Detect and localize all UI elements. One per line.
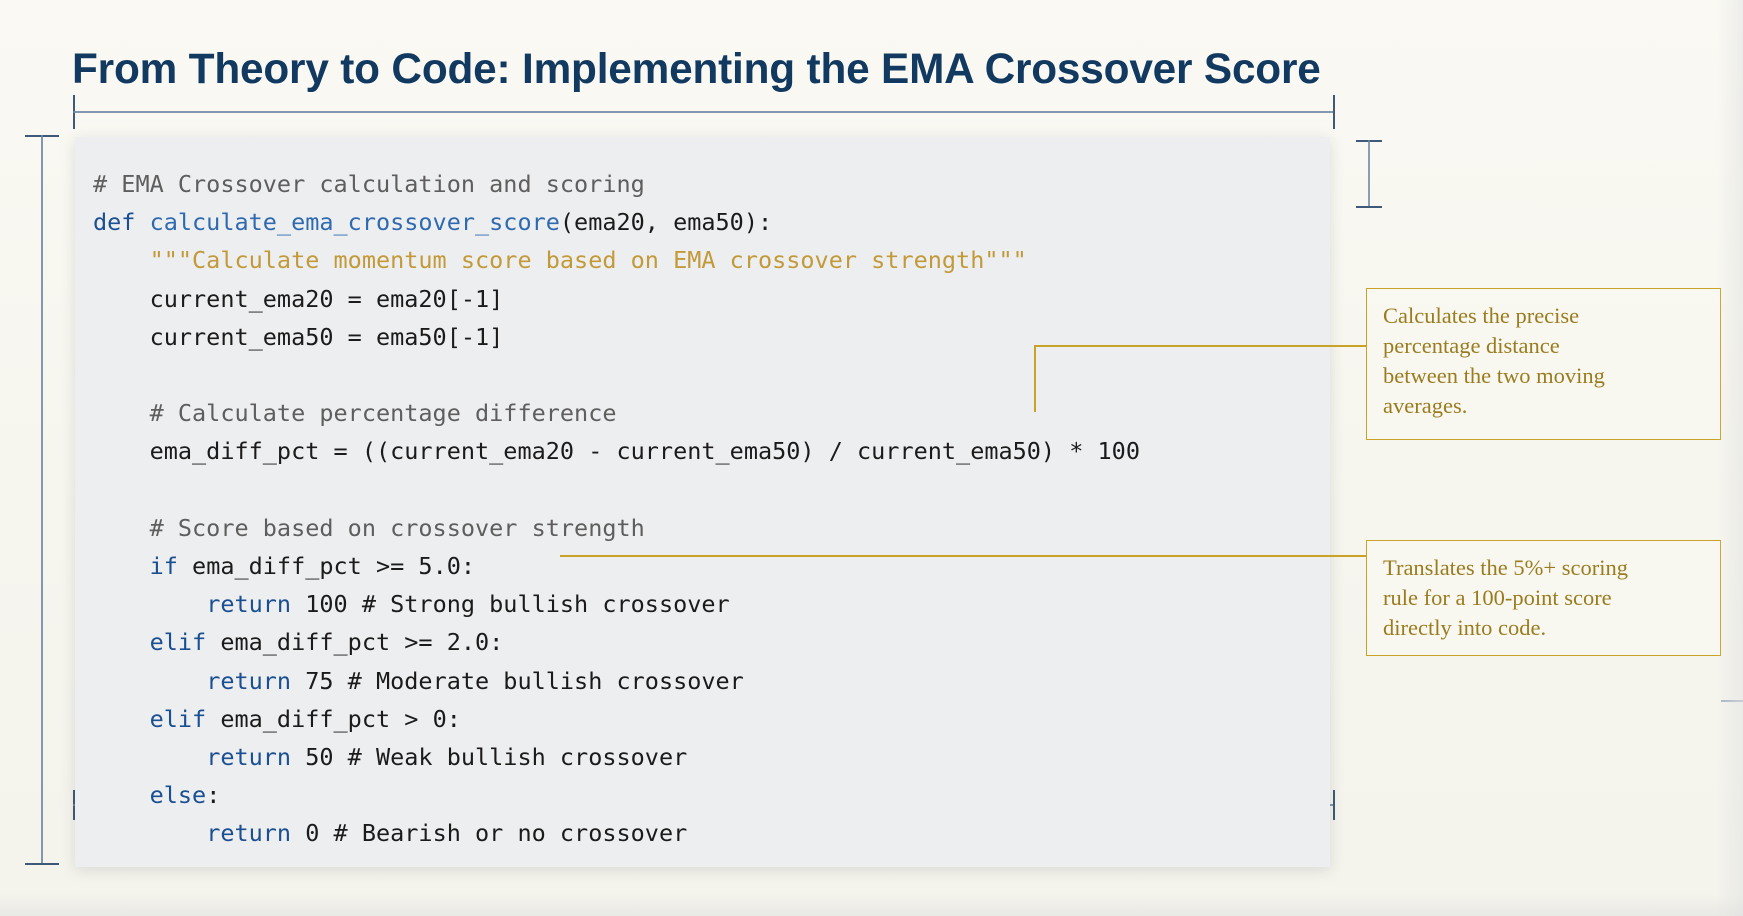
bracket-top-tick-right [1333,95,1335,129]
code-token-plain: ema_diff_pct >= 2.0: [220,628,504,657]
code-line: return 50 # Weak bullish crossover [93,743,687,771]
code-token-plain: ema_diff_pct >= 5.0: [192,552,476,581]
code-line: if ema_diff_pct >= 5.0: [93,552,475,580]
code-line: current_ema50 = ema50[-1] [93,322,504,351]
bracket-bottom-tick-right [1333,790,1335,820]
code-token-plain: : [206,781,221,810]
code-token-kw: return [206,666,306,695]
page-edge-shade-right [1717,0,1743,916]
code-token-kw: elif [149,704,221,733]
callout-line: rule for a 100-point score [1383,585,1612,610]
page-edge-shade-bottom [0,894,1743,916]
bracket-right-cap-bottom [1356,206,1382,208]
code-token-kw: return [206,743,306,772]
code-token-doc: """Calculate momentum score based on EMA… [149,246,1027,275]
bracket-top-rule [73,111,1335,113]
code-token-plain: 50 # Weak bullish crossover [305,743,688,772]
code-line: elif ema_diff_pct > 0: [93,705,461,733]
code-token-plain: 75 # Moderate bullish crossover [305,666,744,695]
code-token-plain: (ema20, ema50): [559,208,773,237]
code-line: current_ema20 = ema20[-1] [93,284,504,313]
callout-line: averages. [1383,393,1468,418]
code-line: return 100 # Strong bullish crossover [93,590,730,618]
callout-line: Translates the 5%+ scoring [1383,555,1628,580]
code-token-plain: ema_diff_pct > 0: [220,704,461,733]
code-line: else: [93,781,221,810]
code-line: def calculate_ema_crossover_score(ema20,… [93,208,772,236]
code-token-kw: def [93,208,150,237]
callout-line: Calculates the precise [1383,303,1580,328]
code-token-kw: elif [149,628,221,657]
code-line: return 0 # Bearish or no crossover [93,819,687,847]
code-line: return 75 # Moderate bullish crossover [93,667,744,695]
code-token-comment: # Calculate percentage difference [149,399,617,428]
code-token-plain: current_ema50 = ema50[-1] [149,322,504,351]
code-panel: # EMA Crossover calculation and scoring … [75,137,1330,867]
code-token-kw: return [206,819,306,848]
code-line: """Calculate momentum score based on EMA… [93,246,1027,274]
code-token-comment: # Score based on crossover strength [149,513,645,542]
code-token-kw: else [149,781,207,810]
code-token-plain: 100 # Strong bullish crossover [305,590,730,619]
code-line: # Score based on crossover strength [93,514,645,542]
edge-accent-line [1721,700,1743,702]
callout-line: between the two moving [1383,363,1605,388]
code-token-plain: ema_diff_pct = ((current_ema20 - current… [149,437,1140,466]
bracket-top [73,95,1335,129]
bracket-left-cap-top [25,135,59,137]
code-token-comment: # EMA Crossover calculation and scoring [93,170,645,198]
bracket-left-cap-bottom [25,863,59,865]
code-block: # EMA Crossover calculation and scoring … [75,137,1330,853]
code-token-kw: if [149,552,193,581]
code-token-kw: return [206,590,306,619]
page-title: From Theory to Code: Implementing the EM… [72,44,1321,93]
code-token-fn: calculate_ema_crossover_score [149,208,560,237]
bracket-right-rule [1368,140,1370,208]
bracket-left [25,135,59,865]
code-line: # EMA Crossover calculation and scoring [93,170,645,198]
bracket-right-tick [1356,140,1382,208]
callout-box-2: Translates the 5%+ scoring rule for a 100… [1366,540,1721,656]
callout-line: directly into code. [1383,615,1547,640]
bracket-left-rule [41,135,43,865]
code-token-plain: 0 # Bearish or no crossover [305,819,688,848]
code-line: ema_diff_pct = ((current_ema20 - current… [93,437,1140,465]
code-token-plain: current_ema20 = ema20[-1] [149,284,504,313]
callout-box-1: Calculates the precise percentage distanc… [1366,288,1721,440]
code-line: # Calculate percentage difference [93,399,617,428]
callout-line: percentage distance [1383,333,1560,358]
bracket-top-tick-left [73,95,75,129]
bracket-right-cap-top [1356,140,1382,142]
code-line: elif ema_diff_pct >= 2.0: [93,628,504,657]
